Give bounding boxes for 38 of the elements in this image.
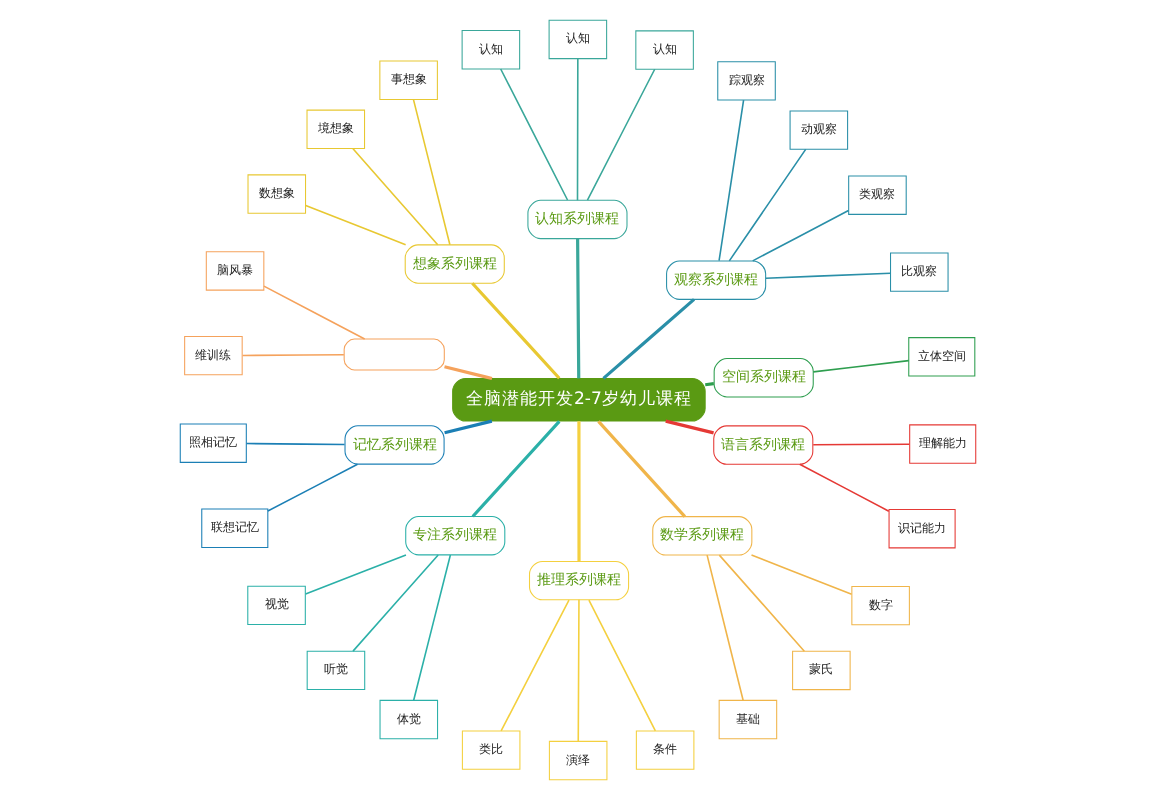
connector bbox=[812, 359, 910, 373]
connector bbox=[352, 147, 439, 246]
connector bbox=[263, 285, 366, 340]
connector bbox=[588, 599, 657, 732]
connector bbox=[798, 463, 890, 512]
connector bbox=[499, 68, 569, 201]
connector bbox=[471, 282, 561, 380]
connector bbox=[412, 554, 452, 701]
node-box bbox=[343, 338, 445, 371]
connector bbox=[706, 554, 744, 701]
connector bbox=[500, 599, 570, 732]
connector bbox=[718, 554, 806, 652]
connector bbox=[718, 99, 745, 262]
connector bbox=[241, 354, 345, 357]
connector bbox=[304, 204, 407, 246]
connector bbox=[576, 58, 579, 201]
connector bbox=[750, 554, 853, 596]
connector bbox=[577, 421, 581, 562]
connector bbox=[576, 238, 581, 379]
connector bbox=[751, 209, 850, 262]
connector bbox=[471, 420, 561, 518]
connector bbox=[705, 382, 714, 387]
node-box: 全脑潜能开发2-7岁幼儿课程 bbox=[452, 377, 706, 422]
connector bbox=[267, 463, 359, 512]
connector bbox=[812, 443, 911, 446]
connector bbox=[304, 554, 407, 595]
connector bbox=[765, 272, 892, 280]
connector bbox=[444, 365, 493, 380]
connector bbox=[245, 442, 346, 446]
connector bbox=[597, 420, 687, 518]
connector bbox=[412, 98, 451, 246]
connector bbox=[586, 68, 656, 201]
connector bbox=[665, 419, 714, 435]
connector bbox=[577, 599, 580, 742]
connector bbox=[602, 298, 696, 380]
connector bbox=[444, 419, 493, 435]
connector bbox=[728, 148, 807, 262]
connector bbox=[352, 554, 439, 652]
